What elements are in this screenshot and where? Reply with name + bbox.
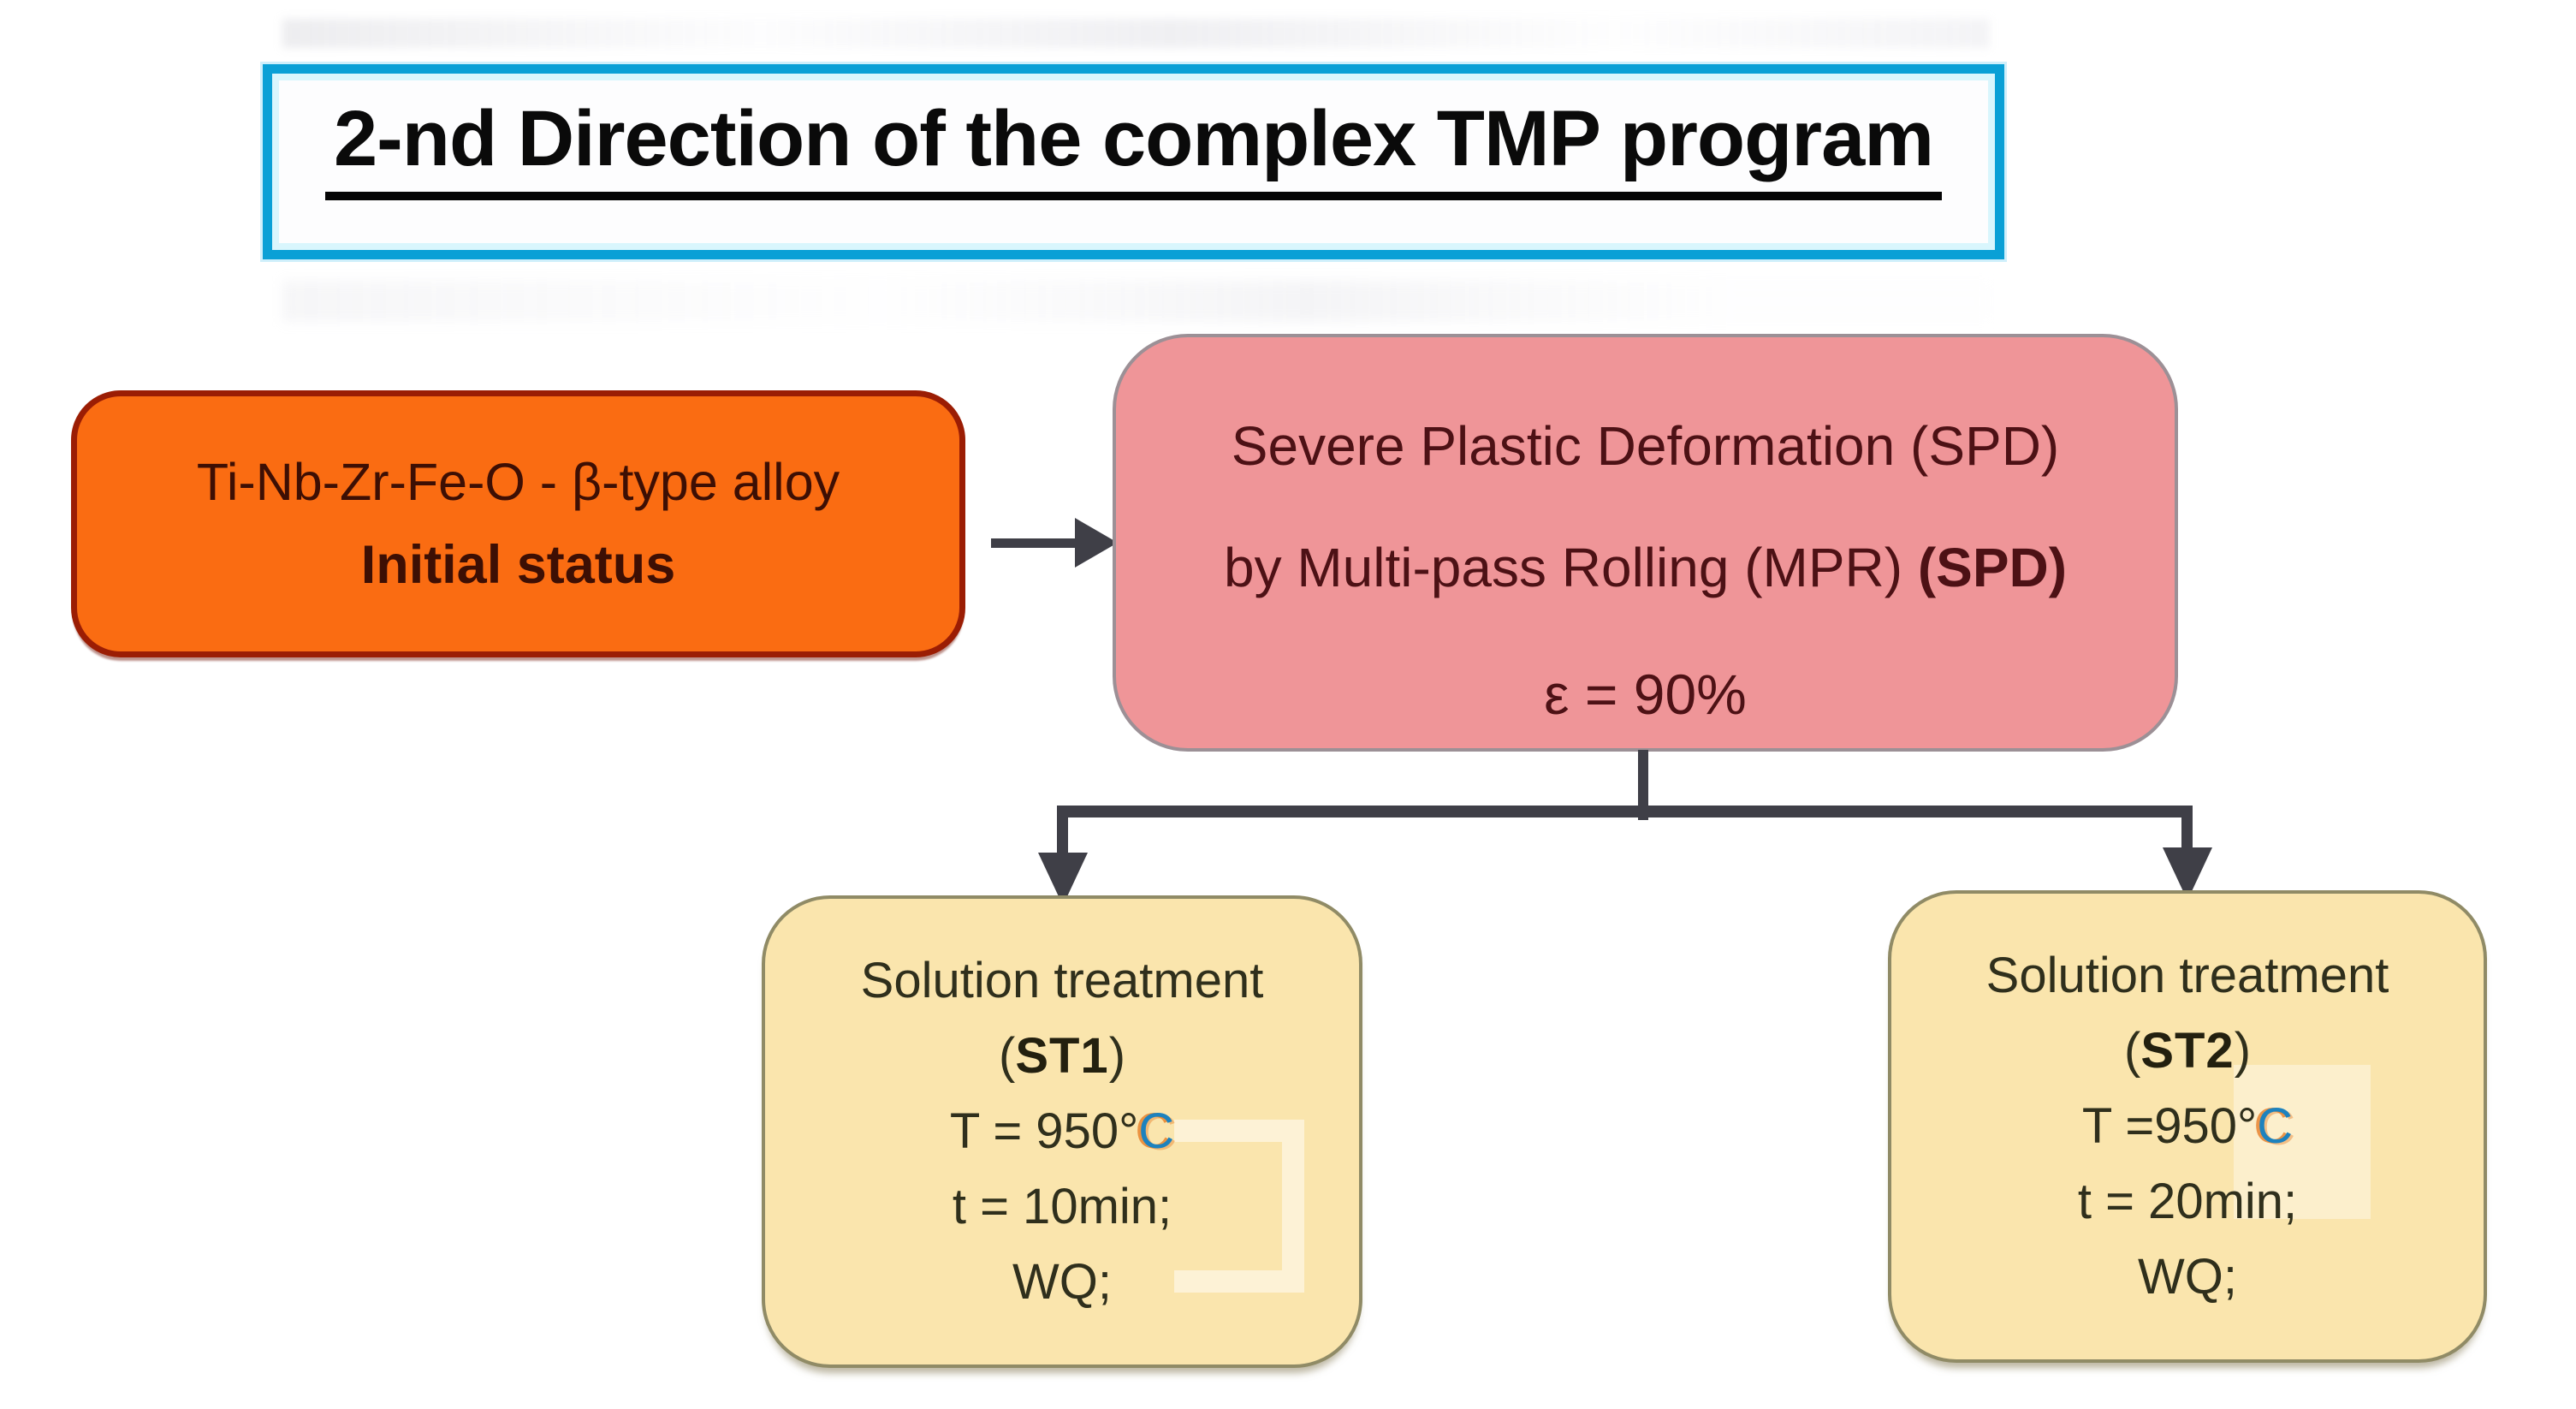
st2-temp-unit: C: [2257, 1098, 2294, 1154]
initial-alloy-label: Ti-Nb-Zr-Fe-O - β-type alloy: [196, 453, 840, 511]
st2-id: ST2: [2140, 1023, 2235, 1079]
node-initial-status: Ti-Nb-Zr-Fe-O - β-type alloy Initial sta…: [71, 390, 965, 657]
st1-time-line: t = 10min;: [952, 1179, 1172, 1234]
jpeg-artifact-band-top: [282, 19, 1990, 48]
connector-branch-bar: [1057, 806, 2193, 817]
node-st1: Solution treatment (ST1) T = 950°C t = 1…: [762, 895, 1362, 1368]
st1-id-line: (ST1): [999, 1019, 1125, 1094]
arrow-right-icon: [1075, 518, 1118, 568]
watermark-shape: [1174, 1120, 1304, 1293]
st2-quench-line: WQ;: [2138, 1249, 2237, 1305]
watermark-shape: [2234, 1065, 2371, 1219]
st2-time-line: t = 20min;: [2077, 1174, 2298, 1229]
spd-line1: Severe Plastic Deformation (SPD): [1231, 415, 2060, 477]
st1-line1: Solution treatment: [860, 953, 1264, 1008]
spd-line2-bold: (SPD): [1917, 537, 2068, 598]
connector-spd-stem: [1638, 750, 1648, 820]
connector-drop-st2: [2181, 806, 2193, 853]
st2-paren-close: ): [2234, 1023, 2252, 1079]
st1-paren-close: ): [1108, 1028, 1126, 1084]
node-st2: Solution treatment (ST2) T =950°C t = 20…: [1888, 890, 2487, 1363]
spd-line2: by Multi-pass Rolling (MPR) (SPD): [1224, 507, 2067, 628]
st2-temp-line: T =950°C: [2082, 1089, 2293, 1164]
st1-id: ST1: [1015, 1028, 1109, 1084]
title-box: 2-nd Direction of the complex TMP progra…: [263, 64, 2004, 259]
initial-status-label: Initial status: [360, 535, 676, 595]
st1-temp-line: T = 950°C: [950, 1094, 1174, 1169]
st2-temp-value: T =950°: [2081, 1098, 2258, 1154]
connector-drop-st1: [1057, 806, 1068, 857]
st2-id-line: (ST2): [2124, 1014, 2251, 1089]
connector-initial-to-spd: [991, 538, 1077, 548]
st2-line1: Solution treatment: [1985, 948, 2389, 1003]
st1-quench-line: WQ;: [1012, 1254, 1112, 1310]
st1-paren-open: (: [998, 1028, 1016, 1084]
st1-temp-value: T = 950°: [949, 1103, 1139, 1159]
spd-strain-label: ε = 90%: [1544, 663, 1747, 726]
st1-temp-unit: C: [1138, 1103, 1175, 1159]
jpeg-artifact-band-below-title: [282, 281, 1990, 322]
page-title: 2-nd Direction of the complex TMP progra…: [324, 94, 1943, 200]
spd-line2-regular: by Multi-pass Rolling (MPR): [1223, 537, 1918, 598]
node-spd: Severe Plastic Deformation (SPD) by Mult…: [1113, 334, 2178, 752]
st2-paren-open: (: [2123, 1023, 2141, 1079]
